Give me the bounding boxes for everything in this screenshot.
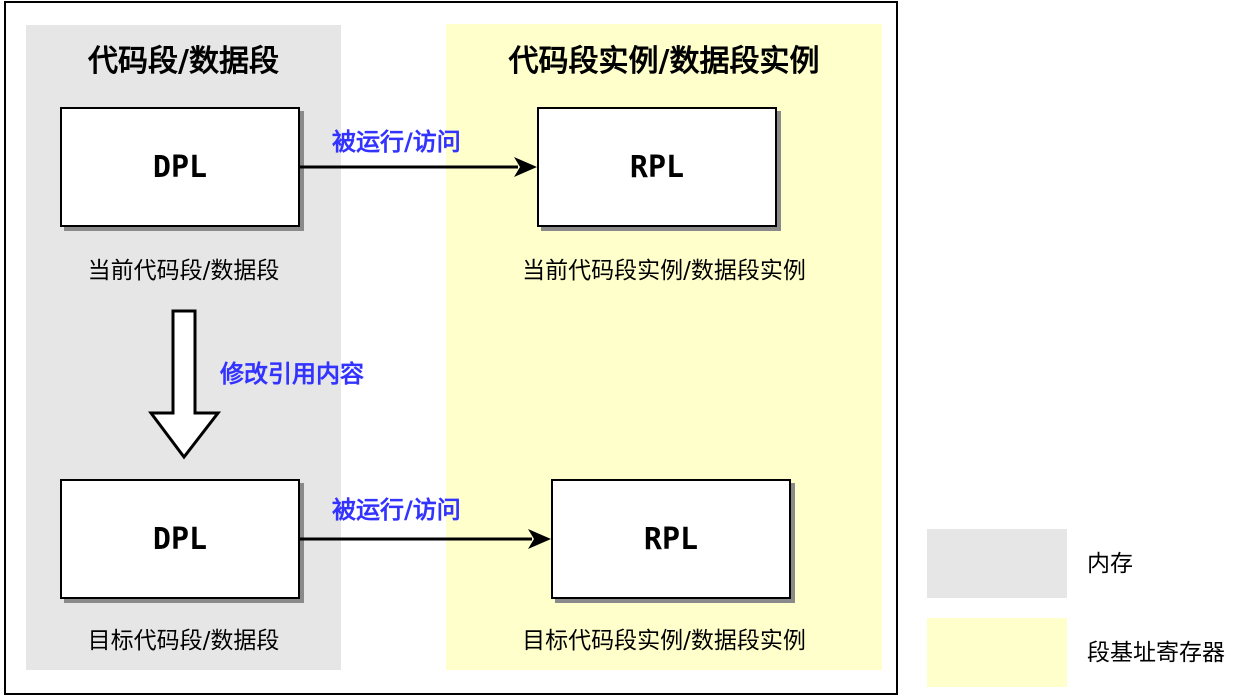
modify-reference-label: 修改引用内容 (220, 360, 364, 388)
legend-segment-register-swatch (927, 618, 1067, 687)
segment-register-panel-title: 代码段实例/数据段实例 (508, 44, 820, 79)
current-rpl-box: RPL (537, 107, 777, 227)
access-arrow-top (300, 157, 537, 177)
legend-memory-swatch (927, 529, 1067, 598)
legend-segment-register-label: 段基址寄存器 (1087, 640, 1225, 666)
modify-hollow-arrow (148, 309, 222, 460)
target-dpl-box: DPL (60, 479, 300, 599)
access-label-top: 被运行/访问 (332, 128, 461, 156)
memory-panel-title: 代码段/数据段 (88, 44, 279, 79)
target-segment-instance-caption: 目标代码段实例/数据段实例 (522, 628, 806, 654)
access-arrow-bottom (300, 529, 551, 549)
current-segment-caption: 当前代码段/数据段 (87, 258, 280, 284)
access-label-bottom: 被运行/访问 (332, 496, 461, 524)
diagram-frame (4, 1, 898, 695)
target-rpl-box: RPL (551, 479, 791, 599)
target-segment-caption: 目标代码段/数据段 (87, 628, 280, 654)
current-dpl-box: DPL (60, 107, 300, 227)
current-segment-instance-caption: 当前代码段实例/数据段实例 (522, 258, 806, 284)
legend-memory-label: 内存 (1087, 551, 1133, 577)
